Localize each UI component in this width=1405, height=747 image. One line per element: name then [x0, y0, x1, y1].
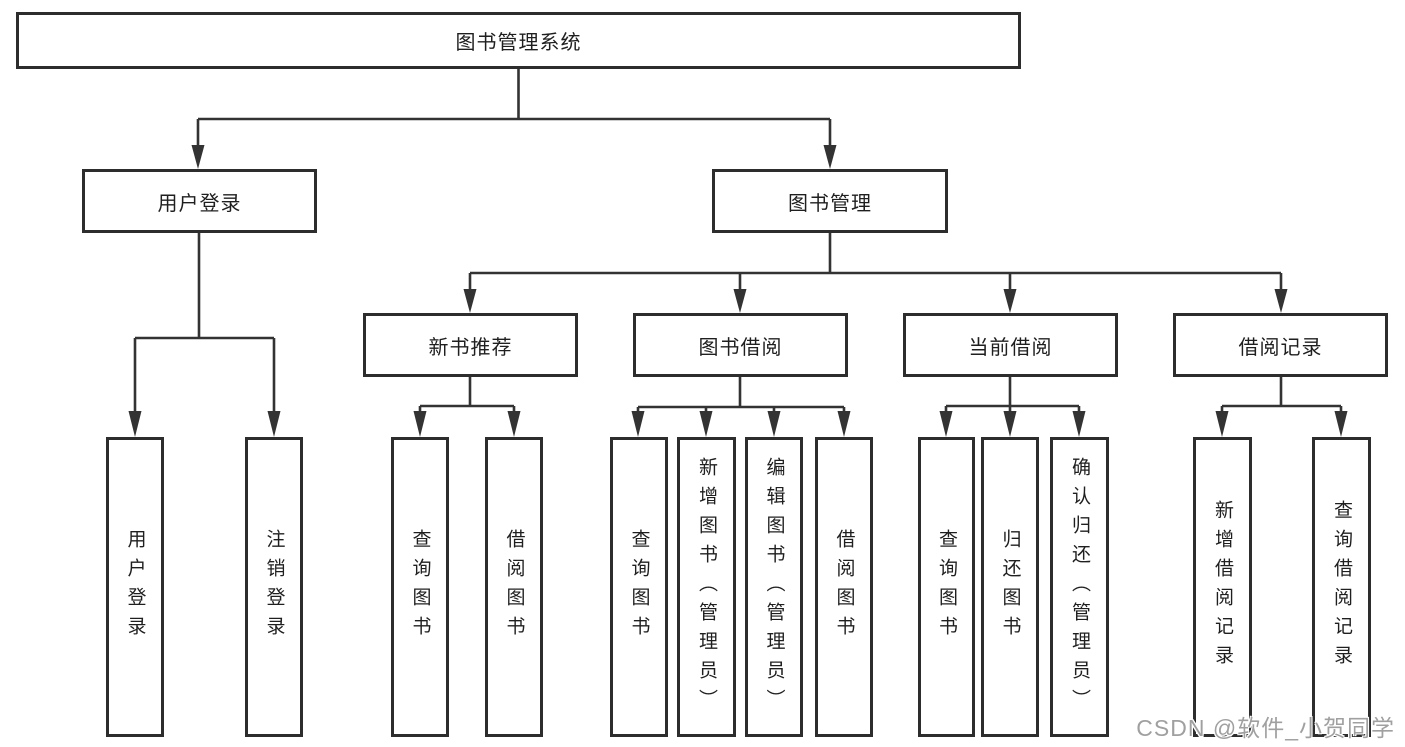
arrowheads [128, 145, 1348, 437]
node-new-book-recommend: 新书推荐 [363, 313, 578, 377]
leaf-logout: 注销登录 [245, 437, 303, 737]
leaf-return-books-label: 归还图书 [999, 529, 1021, 645]
leaf-query-books-borrow: 查询图书 [610, 437, 668, 737]
node-current-borrow: 当前借阅 [903, 313, 1118, 377]
leaf-query-books-current: 查询图书 [918, 437, 975, 737]
node-book-borrow: 图书借阅 [633, 313, 848, 377]
leaf-borrow-books: 借阅图书 [815, 437, 873, 737]
node-book-management-label: 图书管理 [788, 192, 872, 215]
leaf-confirm-return-admin: 确认归还（管理员） [1050, 437, 1109, 737]
leaf-borrow-books-recommend-label: 借阅图书 [503, 529, 525, 645]
node-book-management: 图书管理 [712, 169, 948, 233]
leaf-return-books: 归还图书 [981, 437, 1039, 737]
leaf-borrow-books-label: 借阅图书 [833, 529, 855, 645]
leaf-edit-books-admin-label: 编辑图书（管理员） [763, 456, 785, 718]
leaf-add-borrow-record: 新增借阅记录 [1193, 437, 1252, 737]
leaf-query-books-recommend: 查询图书 [391, 437, 449, 737]
node-new-book-recommend-label: 新书推荐 [428, 336, 513, 359]
leaf-confirm-return-admin-label: 确认归还（管理员） [1069, 456, 1090, 718]
leaf-logout-label: 注销登录 [263, 529, 285, 645]
leaf-user-login: 用户登录 [106, 437, 164, 737]
node-book-borrow-label: 图书借阅 [698, 336, 783, 359]
node-root: 图书管理系统 [16, 12, 1021, 69]
node-current-borrow-label: 当前借阅 [968, 336, 1053, 359]
leaf-add-books-admin: 新增图书（管理员） [677, 437, 736, 737]
leaf-query-books-current-label: 查询图书 [936, 529, 957, 645]
node-user-login-label: 用户登录 [157, 192, 242, 215]
leaf-borrow-books-recommend: 借阅图书 [485, 437, 543, 737]
leaf-query-borrow-record: 查询借阅记录 [1312, 437, 1371, 737]
watermark-text: CSDN @软件_小贺同学 [1136, 715, 1395, 741]
leaf-query-books-borrow-label: 查询图书 [628, 529, 650, 645]
leaf-user-login-label: 用户登录 [124, 529, 146, 645]
leaf-query-books-recommend-label: 查询图书 [409, 529, 431, 645]
leaf-add-books-admin-label: 新增图书（管理员） [696, 456, 717, 718]
node-borrow-records: 借阅记录 [1173, 313, 1388, 377]
leaf-edit-books-admin: 编辑图书（管理员） [745, 437, 803, 737]
node-borrow-records-label: 借阅记录 [1238, 336, 1323, 359]
leaf-query-borrow-record-label: 查询借阅记录 [1331, 500, 1352, 674]
leaf-add-borrow-record-label: 新增借阅记录 [1212, 500, 1233, 674]
node-user-login: 用户登录 [82, 169, 317, 233]
node-root-label: 图书管理系统 [455, 32, 582, 54]
